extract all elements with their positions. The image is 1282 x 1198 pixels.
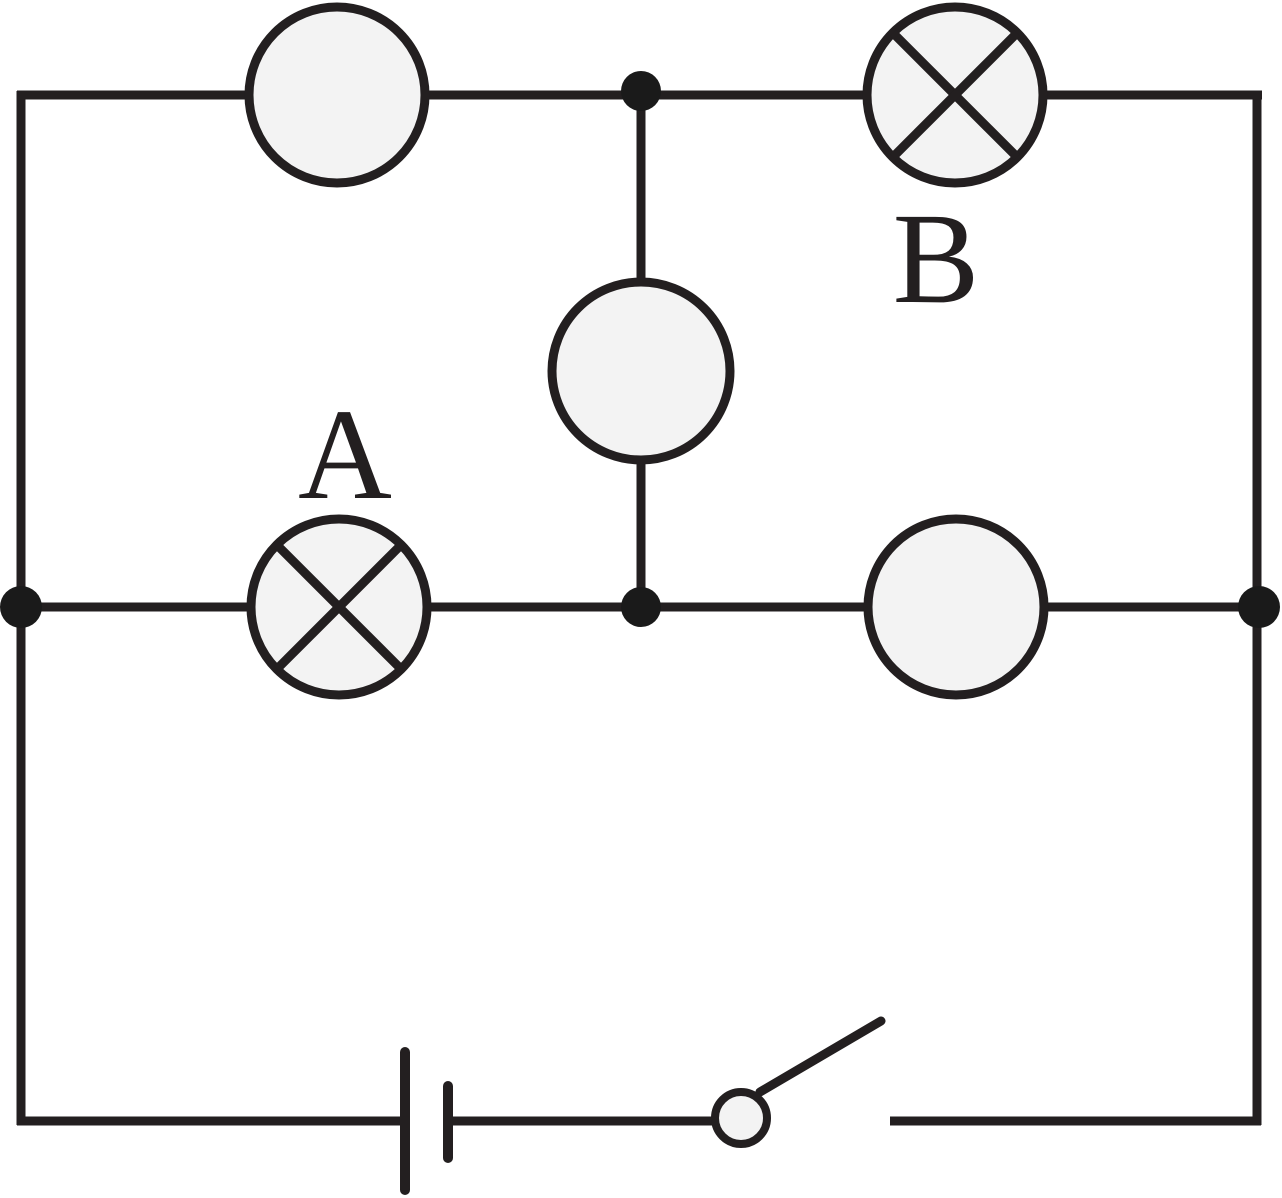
battery-icon [400, 1047, 453, 1195]
element-bottom-right [863, 514, 1049, 700]
junction-lower-center [621, 587, 661, 627]
element-top-left [244, 2, 430, 188]
lamp-b-label: B [893, 187, 980, 331]
junction-top-center [621, 71, 661, 111]
junction-left [0, 586, 42, 628]
switch-icon [711, 1016, 886, 1148]
junction-right [1238, 586, 1280, 628]
lamp-b-icon [862, 2, 1048, 188]
lamp-a-label: A [298, 383, 392, 527]
element-middle [547, 277, 735, 465]
lamp-a-icon [246, 514, 432, 700]
